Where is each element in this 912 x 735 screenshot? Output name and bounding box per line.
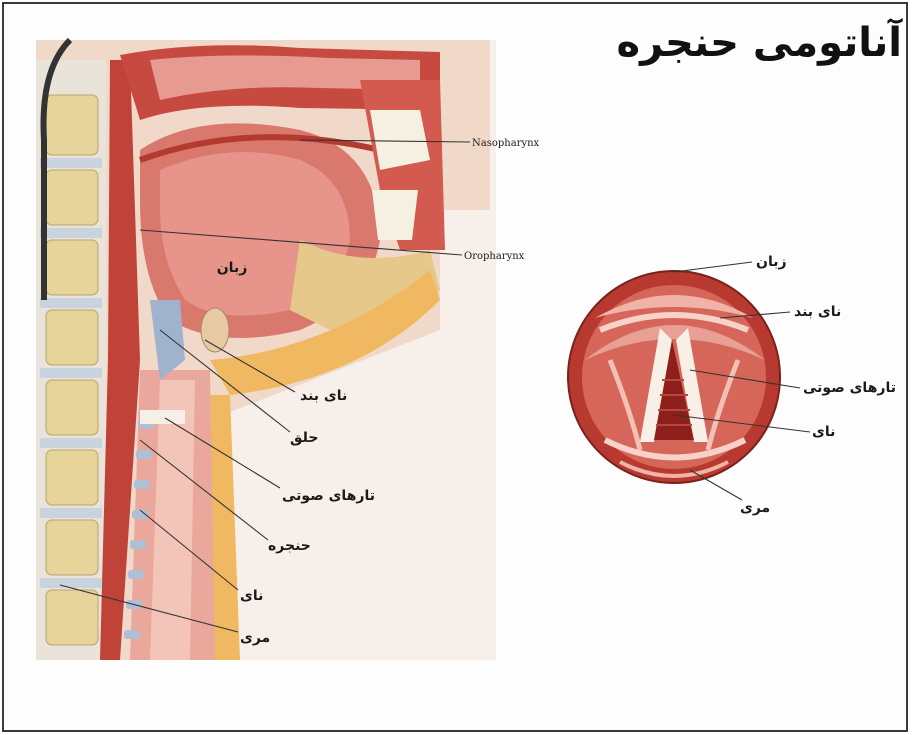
label-ls-esophagus: مری bbox=[740, 500, 770, 516]
label-esophagus: مری bbox=[240, 630, 270, 646]
label-throat: حلق bbox=[290, 430, 318, 446]
label-trachea: نای bbox=[240, 588, 263, 604]
label-larynx: حنجره bbox=[268, 538, 311, 554]
label-epiglottis: نای بند bbox=[300, 388, 347, 404]
sagittal-section-illustration bbox=[36, 40, 496, 660]
label-oropharynx: Oropharynx bbox=[464, 251, 525, 262]
label-ls-tongue: زبان bbox=[756, 254, 787, 270]
label-ls-trachea: نای bbox=[812, 424, 835, 440]
label-tongue: زبان bbox=[217, 260, 248, 276]
label-ls-vocal-cords: تارهای صوتی bbox=[803, 380, 896, 396]
label-nasopharynx: Nasopharynx bbox=[472, 138, 540, 149]
laryngoscopic-view-illustration bbox=[568, 271, 780, 483]
label-vocal-cords: تارهای صوتی bbox=[282, 488, 375, 504]
label-ls-epiglottis: نای بند bbox=[794, 304, 841, 320]
